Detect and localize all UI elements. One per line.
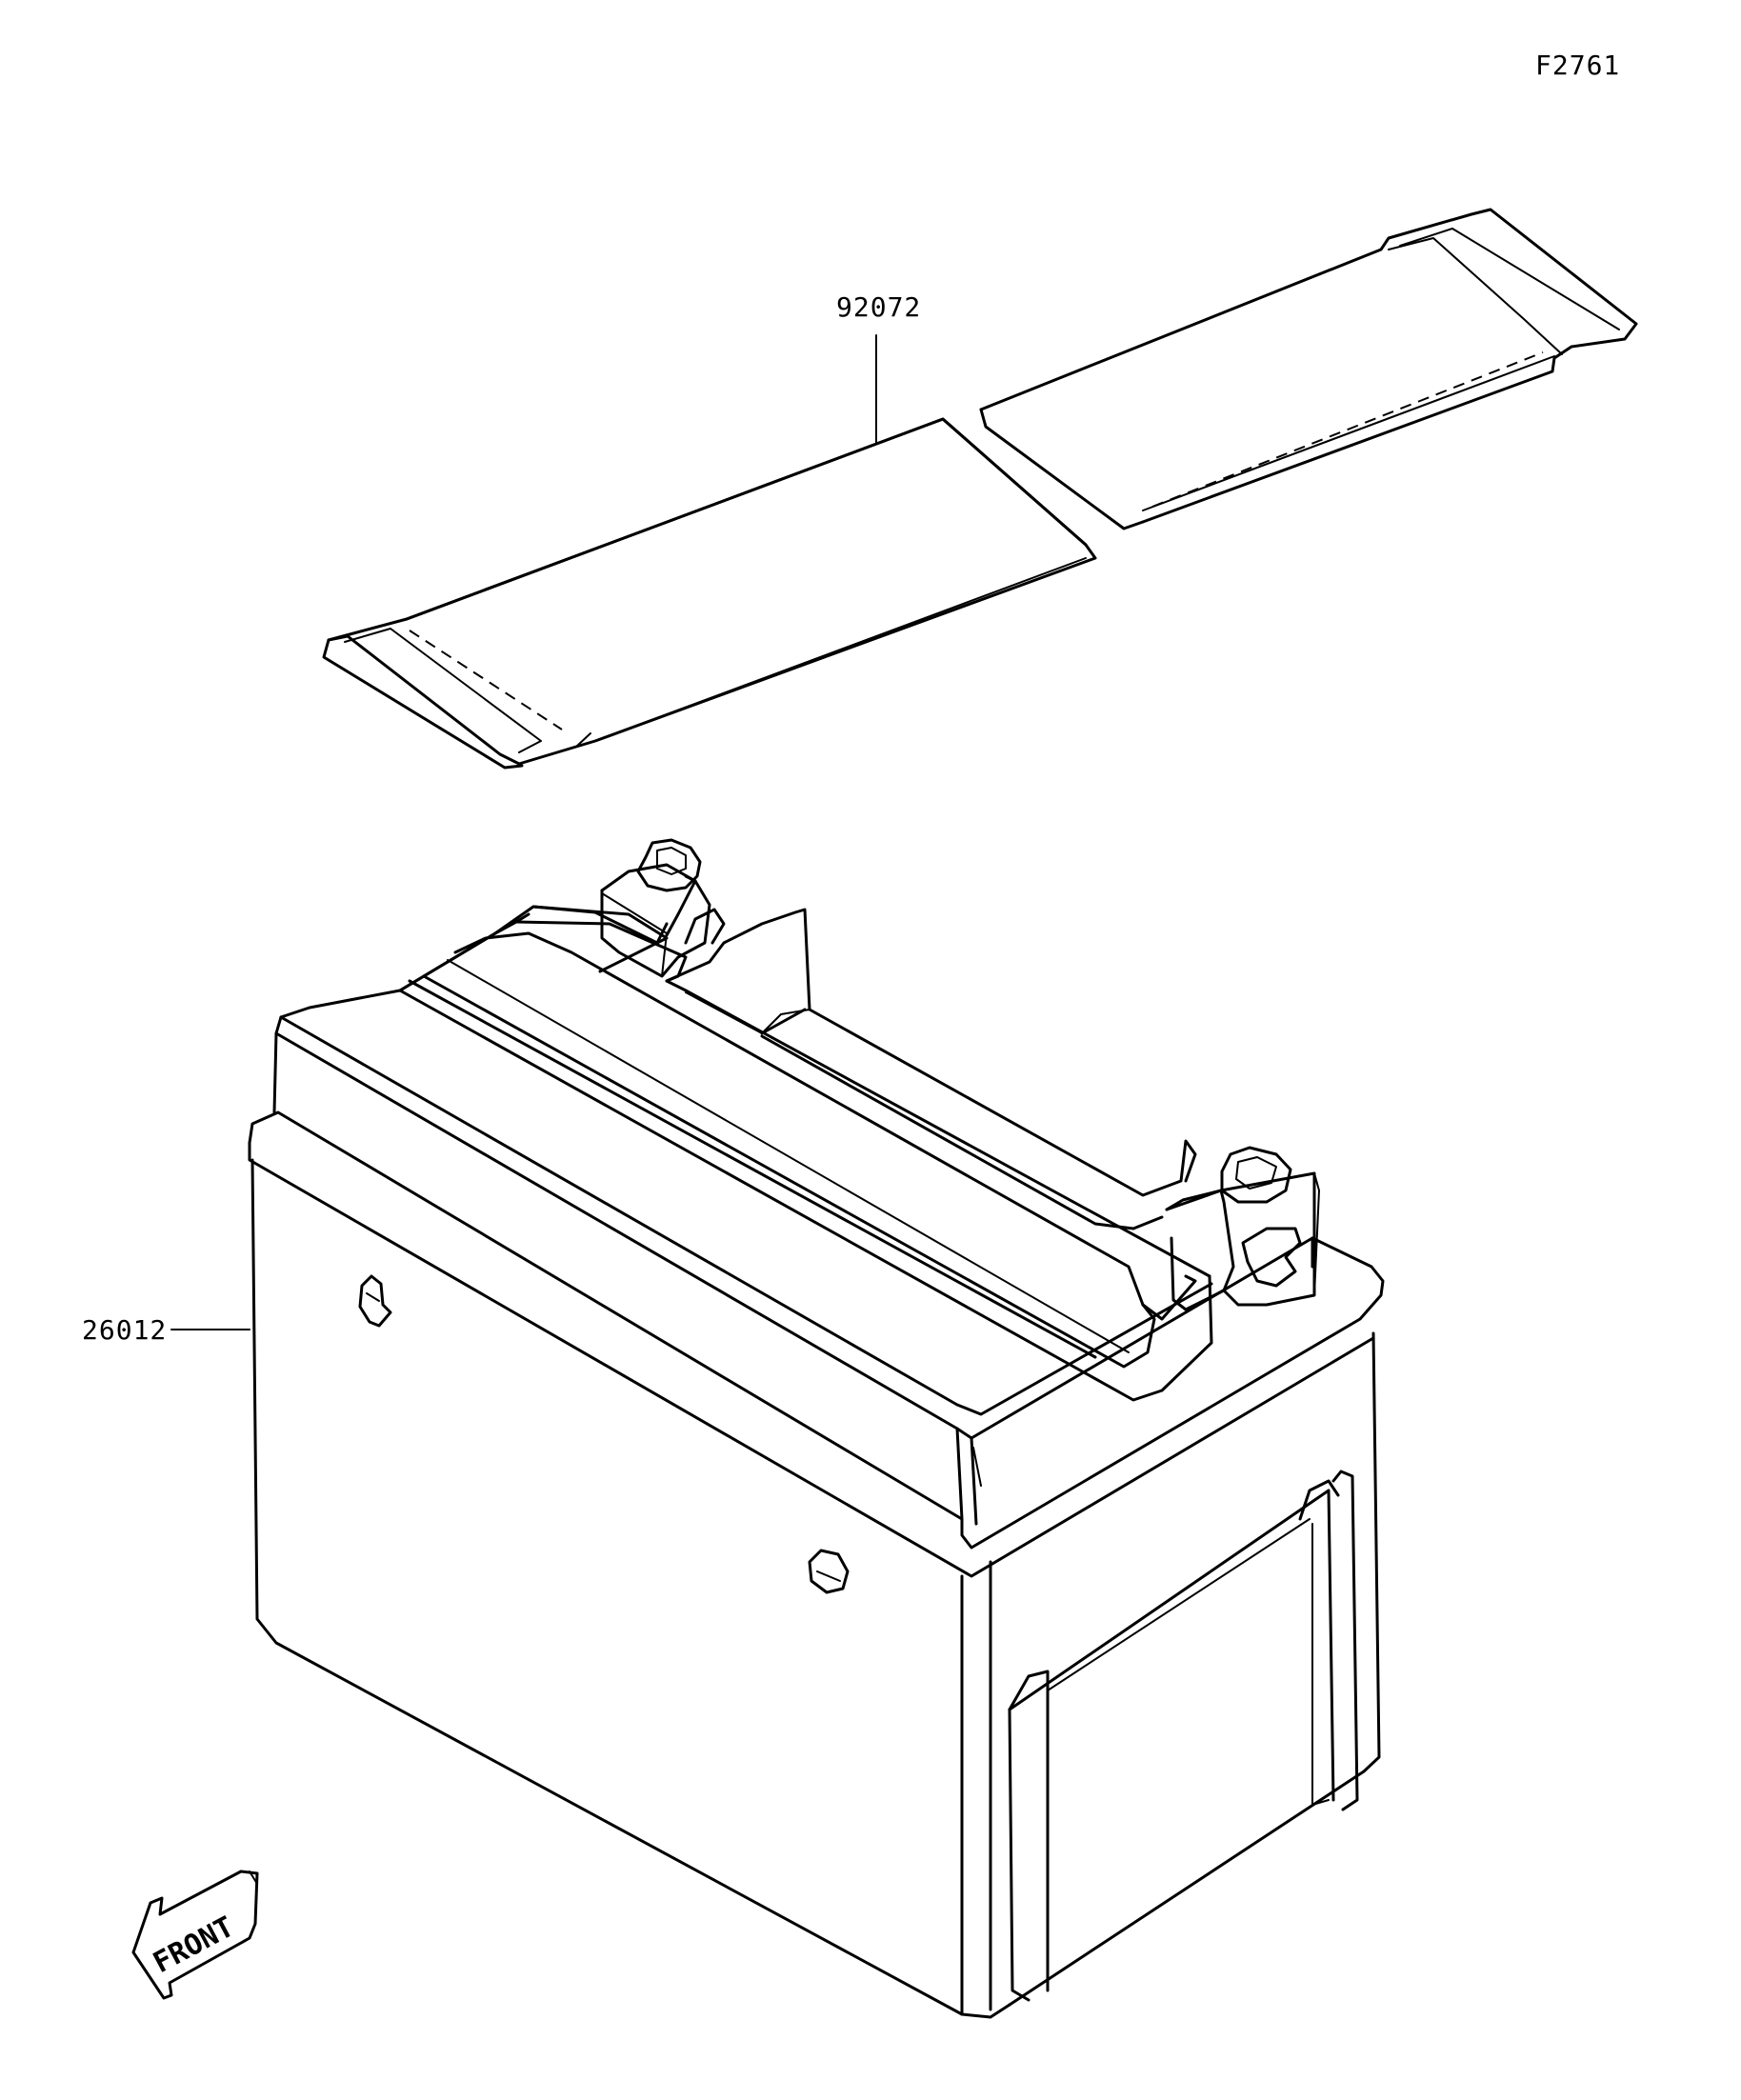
part-label-92072: 92072 (836, 291, 921, 323)
battery-pad-drawing (322, 208, 1638, 770)
front-direction-arrow: FRONT (131, 1870, 259, 2000)
figure-id: F2761 (1535, 50, 1620, 81)
battery-drawing (248, 838, 1385, 2019)
part-label-26012: 26012 (82, 1314, 167, 1346)
